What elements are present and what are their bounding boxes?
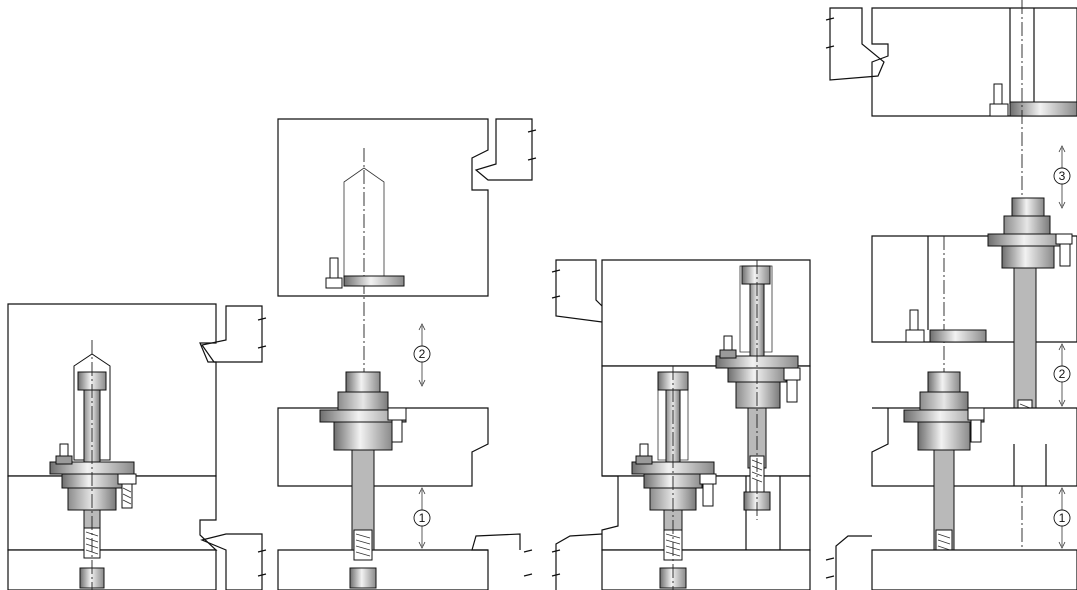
stage-0-side-clamp-lower	[200, 533, 263, 590]
stage-3-top-insert	[1009, 101, 1077, 117]
stage-3-marker-2-label: 2	[1059, 367, 1066, 381]
stage-2-closed-two-pins	[551, 259, 811, 590]
stage-3-bottom-plate	[871, 549, 1077, 590]
stage-0-closed-mold	[7, 303, 267, 590]
stage-3-marker-2: 2	[1053, 343, 1071, 407]
stage-1-screw-side	[391, 419, 403, 443]
stage-3-insert-plate	[929, 329, 987, 343]
stage-1-marker-1-label: 1	[419, 511, 426, 525]
stage-1-marker-2: 2	[413, 323, 431, 387]
stage-1-top-plate	[277, 118, 489, 297]
stage-3-full-opening: 3 2	[825, 0, 1077, 590]
stage-3-lower-pin-head	[927, 371, 961, 393]
stage-3-marker-3: 3	[1053, 145, 1071, 209]
stage-3-marker-1-label: 1	[1059, 511, 1066, 525]
stage-1-bottom-plate	[277, 549, 489, 590]
stage-0-base-plate	[7, 549, 217, 590]
stage-1-marker-2-label: 2	[419, 347, 426, 361]
stage-1-screw-top	[329, 257, 339, 279]
stage-3-ejected-pin-head	[1011, 197, 1045, 217]
stage-2-base-plate	[601, 549, 811, 590]
stage-1-opening: 2 1	[277, 118, 537, 590]
stage-3-marker-3-label: 3	[1059, 169, 1066, 183]
stage-3-marker-1: 1	[1053, 487, 1071, 549]
stage-0-screw-right	[117, 473, 137, 485]
stage-2-top-plate	[601, 259, 811, 367]
stage-3-top-plate	[871, 7, 1077, 117]
stage-1-insert-plate	[343, 275, 405, 287]
stage-1-pin-head	[345, 371, 381, 393]
stage-0-side-clamp-upper	[200, 305, 263, 363]
stage-0-upper-plate	[7, 303, 217, 477]
stage-1-side-clamp-top	[474, 118, 533, 181]
stage-2-right-pin-head	[741, 265, 771, 285]
stage-1-marker-1: 1	[413, 487, 431, 549]
